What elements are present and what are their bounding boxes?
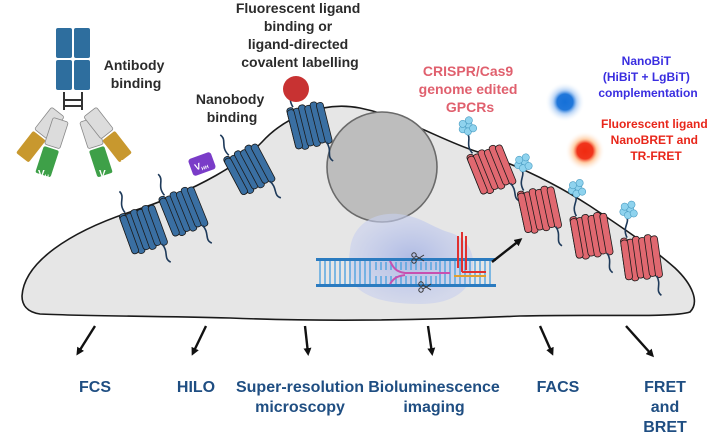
scissors-icon	[411, 252, 425, 264]
antibody	[16, 28, 132, 177]
nanobody: VHH	[188, 152, 216, 176]
nanobret-label: Fluorescent ligand NanoBRET and TR-FRET	[601, 117, 709, 163]
technique-arrow	[625, 325, 655, 358]
technique-label: HILO	[177, 379, 215, 396]
nanoluc-tag	[567, 179, 587, 198]
fluorescent-ligand-dot	[283, 76, 309, 102]
vh-label-left: VH	[38, 169, 49, 181]
gpcr-blue	[157, 173, 213, 244]
vh-label-right: VH	[99, 169, 110, 181]
technique-arrow	[538, 325, 554, 356]
gpcr-red	[458, 116, 521, 202]
edit-arrow	[491, 238, 523, 263]
nanoluc-tag	[458, 116, 478, 136]
nanoluc-tag	[514, 153, 533, 173]
scissors-icon	[418, 281, 432, 293]
crispr-label: CRISPR/Cas9 genome edited GPCRs	[419, 63, 522, 115]
antibody-binding-label: Antibody binding	[104, 57, 169, 91]
guide-rna	[454, 232, 486, 277]
technique-arrow	[76, 325, 97, 356]
nanoluc-tag	[619, 200, 638, 220]
gpcr-red	[514, 153, 563, 247]
vl-label-left: VL	[17, 159, 28, 171]
fluorescent-ligand-label: Fluorescent ligand binding or ligand-dir…	[236, 0, 364, 70]
gpcr-blue	[118, 190, 172, 263]
nanobody-binding-label: Nanobody binding	[196, 91, 268, 125]
nanobit-glow	[545, 82, 585, 122]
gpcr-red	[567, 179, 614, 274]
technique-label: FCS	[79, 379, 111, 396]
nanobit-label: NanoBiT (HiBiT + LgBiT) complementation	[598, 54, 697, 100]
technique-arrow	[191, 325, 208, 356]
gpcr-red	[619, 200, 663, 297]
technique-arrow	[426, 325, 436, 356]
nucleus	[326, 111, 438, 223]
gpcr-blue	[219, 134, 282, 199]
vl-label-right: VL	[121, 159, 132, 171]
nanobret-glow	[565, 131, 605, 171]
gpcr-blue	[286, 84, 334, 162]
technique-label: FACS	[537, 379, 580, 396]
technique-arrow	[303, 325, 312, 356]
